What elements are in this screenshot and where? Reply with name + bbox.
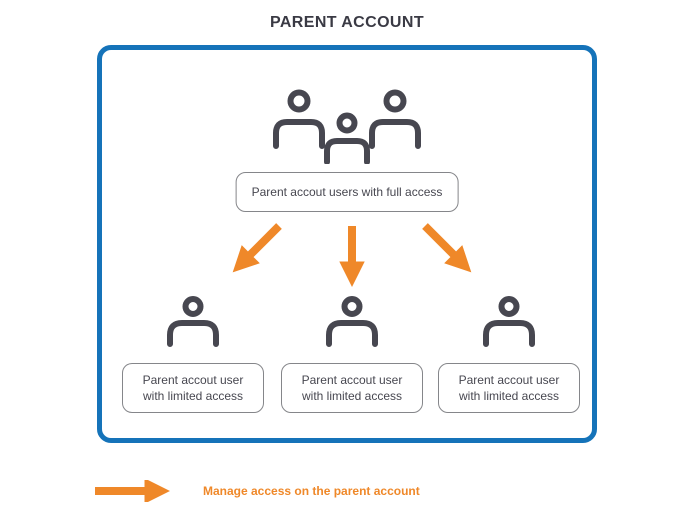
arrow-down-right — [422, 223, 472, 273]
arrow-down-left — [232, 223, 282, 273]
legend-label: Manage access on the parent account — [203, 484, 420, 498]
limited-access-label-box: Parent accout user with limited access — [122, 363, 264, 413]
full-access-label: Parent accout users with full access — [251, 185, 443, 199]
limited-access-label-box: Parent accout user with limited access — [281, 363, 423, 413]
limited-user-column: Parent accout user with limited access — [434, 294, 584, 413]
limited-user-column: Parent accout user with limited access — [277, 294, 427, 413]
manage-access-arrows — [232, 223, 472, 287]
users-group-icon — [273, 89, 421, 164]
parent-account-box: Parent accout users with full access Par… — [97, 45, 597, 443]
legend: Manage access on the parent account — [93, 480, 420, 502]
right-arrow-icon — [95, 480, 170, 502]
limited-access-label: Parent accout user with limited access — [142, 372, 244, 403]
limited-user-column: Parent accout user with limited access — [118, 294, 268, 413]
user-icon — [167, 296, 219, 347]
user-icon — [483, 296, 535, 347]
limited-access-label: Parent accout user with limited access — [301, 372, 403, 403]
page-title: PARENT ACCOUNT — [269, 14, 425, 31]
limited-access-label-box: Parent accout user with limited access — [438, 363, 580, 413]
user-icon — [326, 296, 378, 347]
full-access-label-box: Parent accout users with full access — [235, 172, 459, 213]
limited-access-label: Parent accout user with limited access — [458, 372, 560, 403]
